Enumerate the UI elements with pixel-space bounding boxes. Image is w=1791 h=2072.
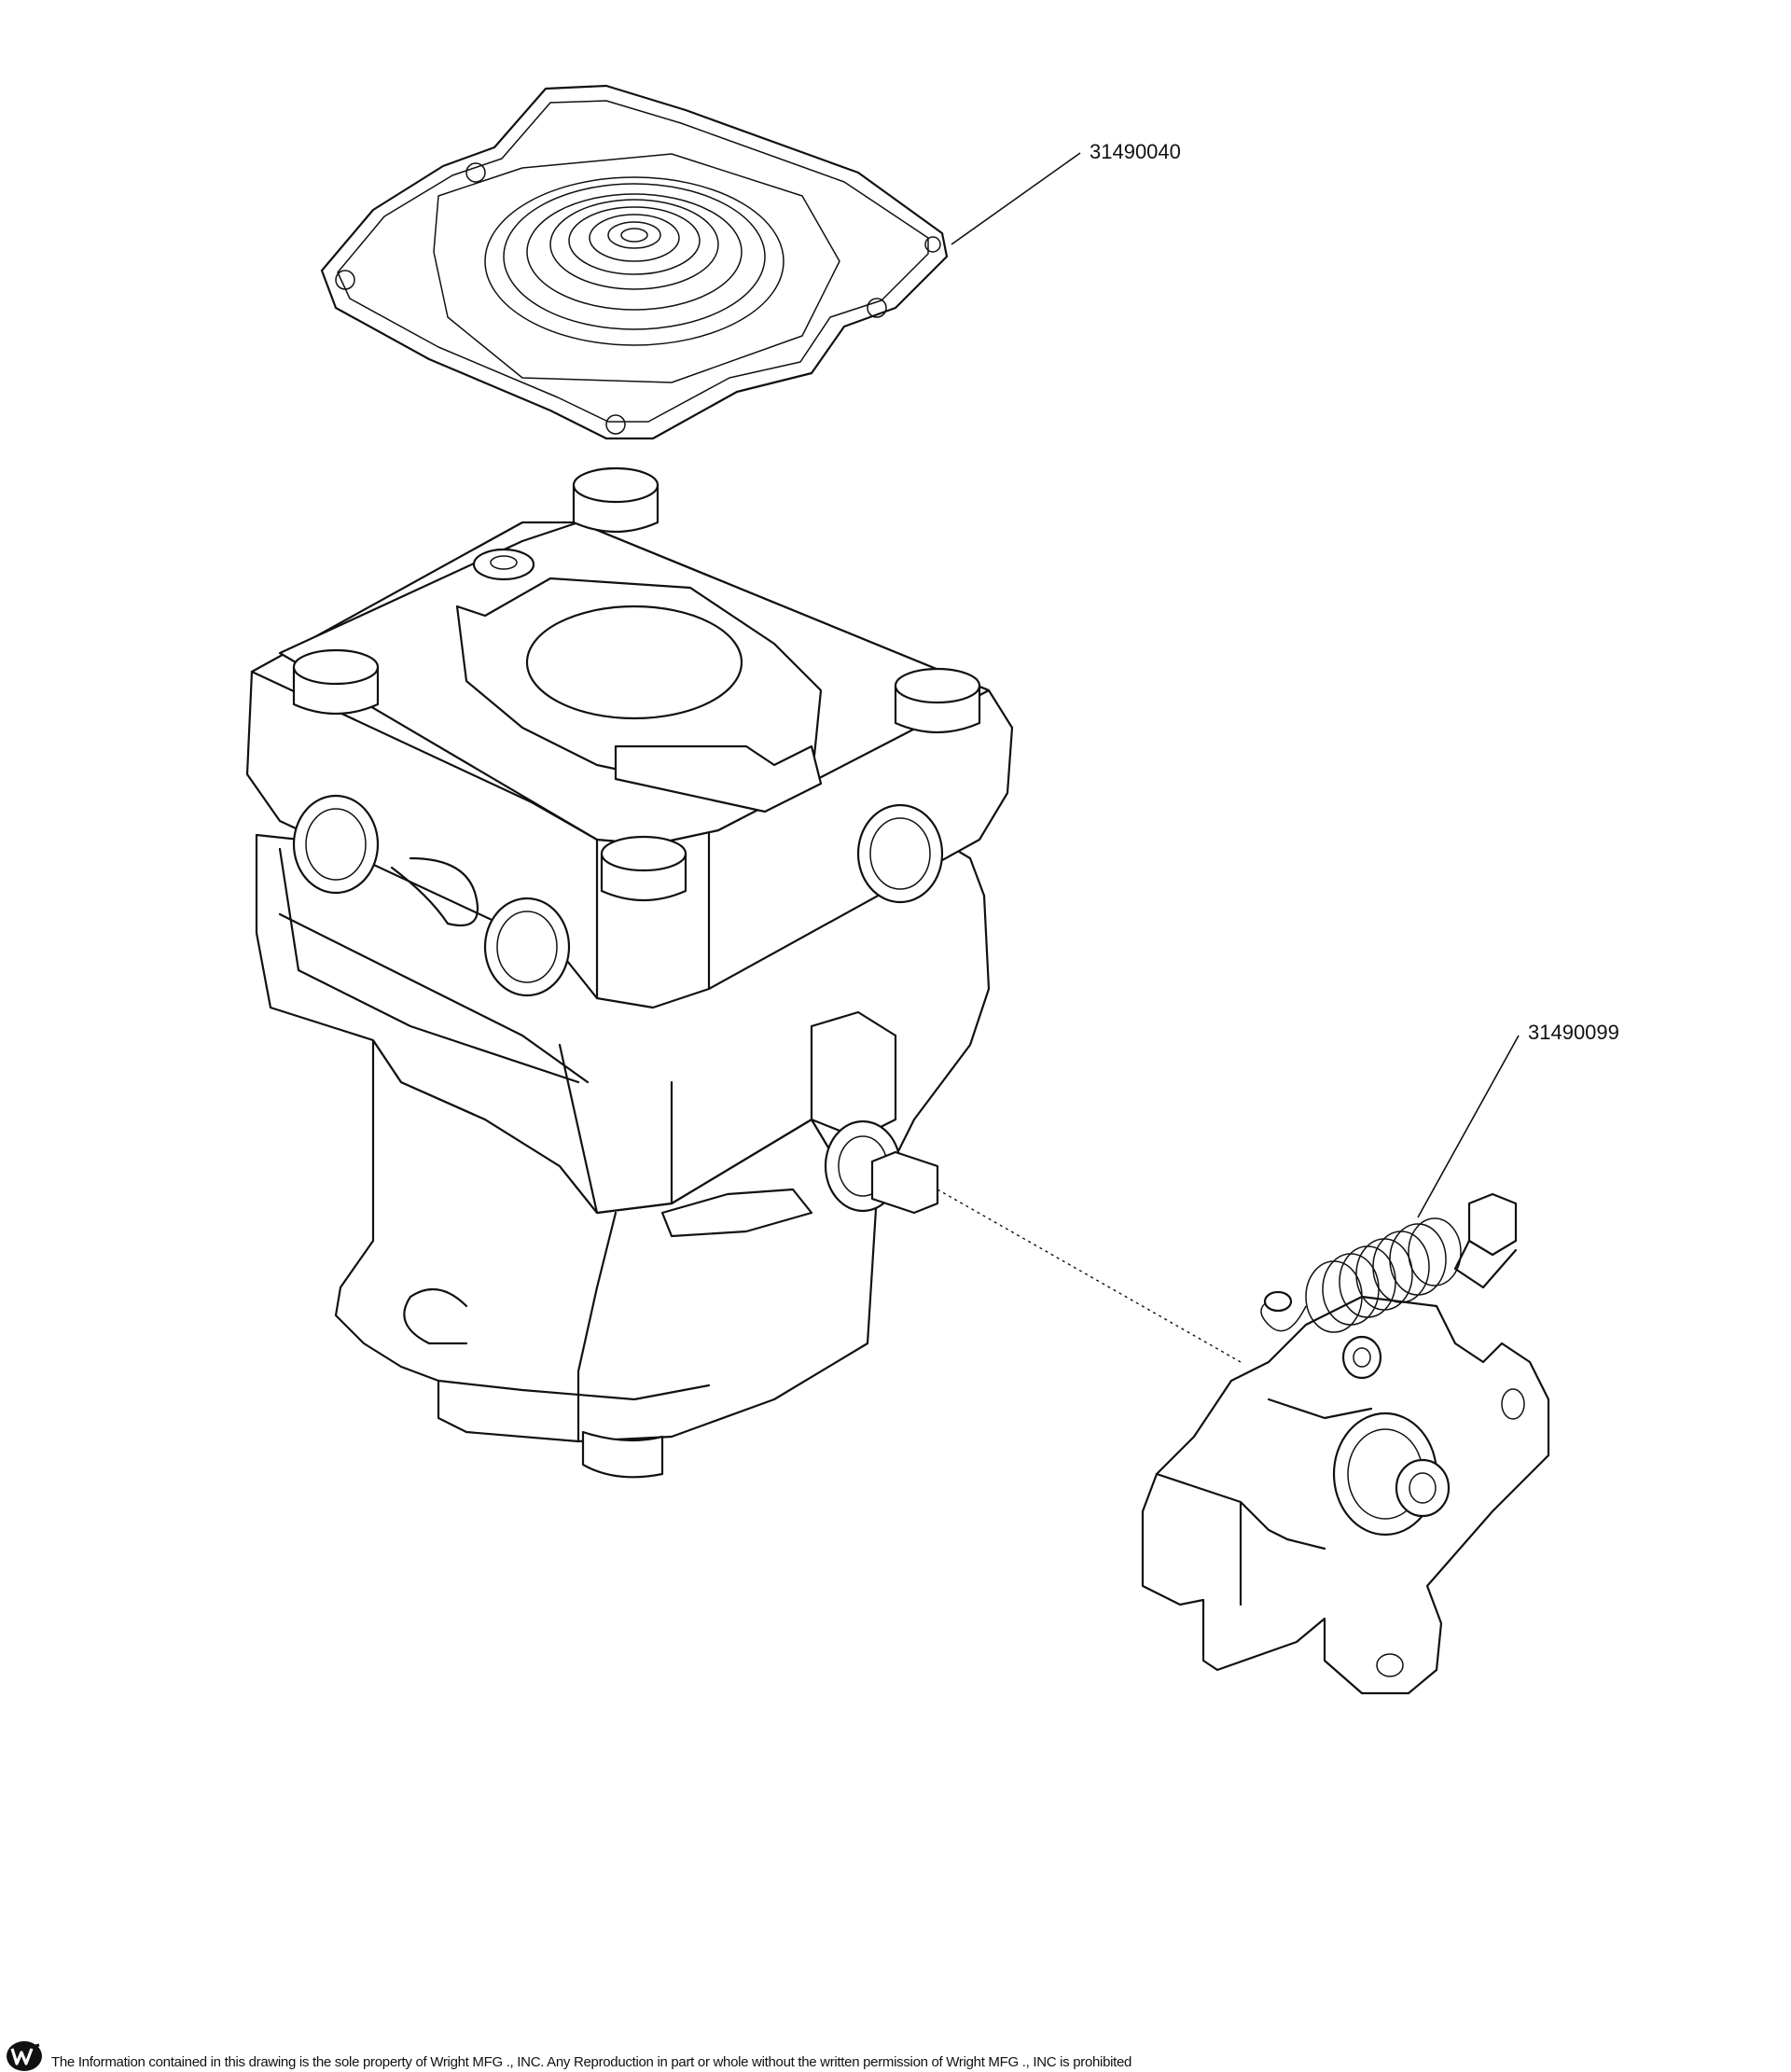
callout-31490040: 31490040 [951, 140, 1181, 245]
gasket-part [320, 84, 949, 440]
part-number-label: 31490099 [1528, 1021, 1619, 1044]
footer: The Information contained in this drawin… [0, 2039, 1791, 2072]
bolt [572, 466, 659, 534]
pump-assembly [245, 466, 1014, 1479]
wright-w-logo-icon [7, 2041, 42, 2071]
bolt [292, 648, 380, 716]
bolt [600, 835, 687, 902]
proprietary-notice: The Information contained in this drawin… [51, 2054, 1132, 2070]
spring [1260, 1217, 1462, 1333]
part-number-label: 31490040 [1090, 140, 1181, 163]
callout-31490099: 31490099 [1417, 1021, 1619, 1218]
alignment-line [937, 1189, 1242, 1363]
return-bracket-part [1141, 1192, 1550, 1695]
bolt [894, 667, 981, 734]
